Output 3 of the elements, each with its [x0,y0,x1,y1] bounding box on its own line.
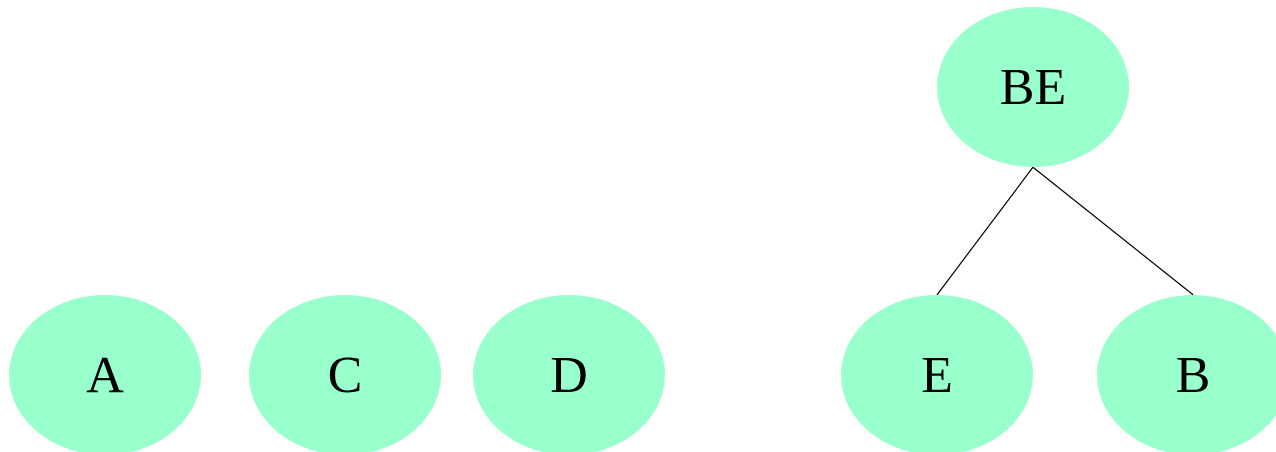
connector-line [936,166,1034,296]
ellipse-node: BE [937,7,1129,167]
connector-line [1032,166,1194,296]
